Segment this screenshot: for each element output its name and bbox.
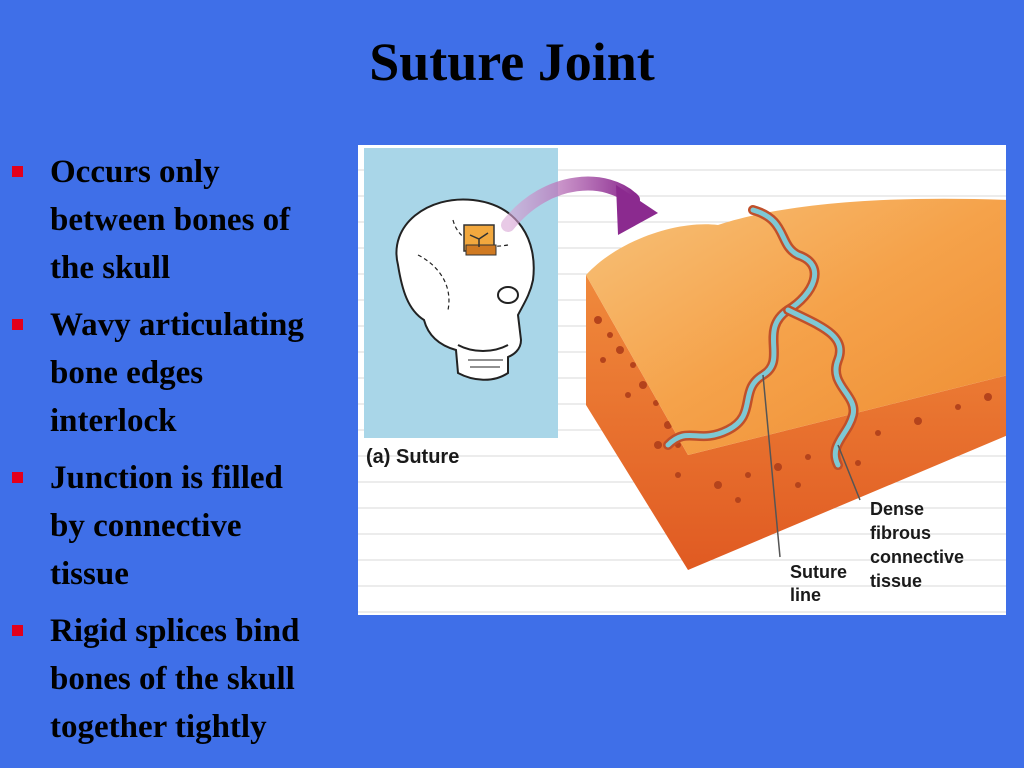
bullet-text-line: the skull	[50, 250, 171, 286]
square-bullet-icon	[12, 472, 23, 483]
bullet-text-line: Occurs only	[50, 154, 220, 190]
dense-tissue-label-1: Dense	[870, 499, 924, 519]
suture-line-drawing	[663, 205, 859, 470]
bone-top-face	[586, 198, 1006, 455]
bone-side-face	[586, 275, 1006, 570]
suture-line-label-2: line	[790, 585, 821, 605]
bullet-text-line: bones of the skull	[50, 661, 295, 697]
bullet-text-line: bone edges	[50, 355, 204, 391]
suture-illustration: (a) Suture Suture line Dense fibrous con…	[358, 145, 1006, 615]
bullet-text-line: between bones of	[50, 202, 291, 238]
suture-block-icon	[463, 224, 497, 256]
bullet-text-line: together tightly	[50, 709, 267, 745]
dense-tissue-label-2: fibrous	[870, 523, 931, 543]
square-bullet-icon	[12, 166, 23, 177]
bullet-list: Occurs only between bones of the skull W…	[10, 148, 360, 760]
suture-line-leader	[762, 374, 781, 558]
bullet-item: Wavy articulating bone edges interlock	[10, 301, 360, 445]
suture-line-label-1: Suture	[790, 562, 847, 582]
bullet-text-line: interlock	[50, 403, 177, 439]
bullet-item: Rigid splices bind bones of the skull to…	[10, 607, 360, 751]
spongy-bone-texture	[594, 316, 992, 503]
bullet-item: Junction is filled by connective tissue	[10, 454, 360, 598]
figure-caption: (a) Suture	[366, 446, 459, 468]
bullet-text-line: Rigid splices bind	[50, 613, 300, 649]
bullet-text-line: Junction is filled	[50, 460, 283, 496]
dense-tissue-label-4: tissue	[870, 571, 922, 591]
slide-title: Suture Joint	[369, 32, 655, 92]
bullet-text-line: by connective	[50, 508, 242, 544]
skull-icon	[395, 198, 535, 381]
bullet-text-line: Wavy articulating	[50, 307, 304, 343]
square-bullet-icon	[12, 319, 23, 330]
suture-illustration-svg: (a) Suture Suture line Dense fibrous con…	[358, 145, 1006, 615]
bullet-item: Occurs only between bones of the skull	[10, 148, 360, 292]
bullet-text-line: tissue	[50, 556, 129, 592]
square-bullet-icon	[12, 625, 23, 636]
dense-tissue-leader	[837, 444, 861, 501]
magnify-arrow-icon	[501, 176, 658, 235]
dense-tissue-label-3: connective	[870, 547, 964, 567]
